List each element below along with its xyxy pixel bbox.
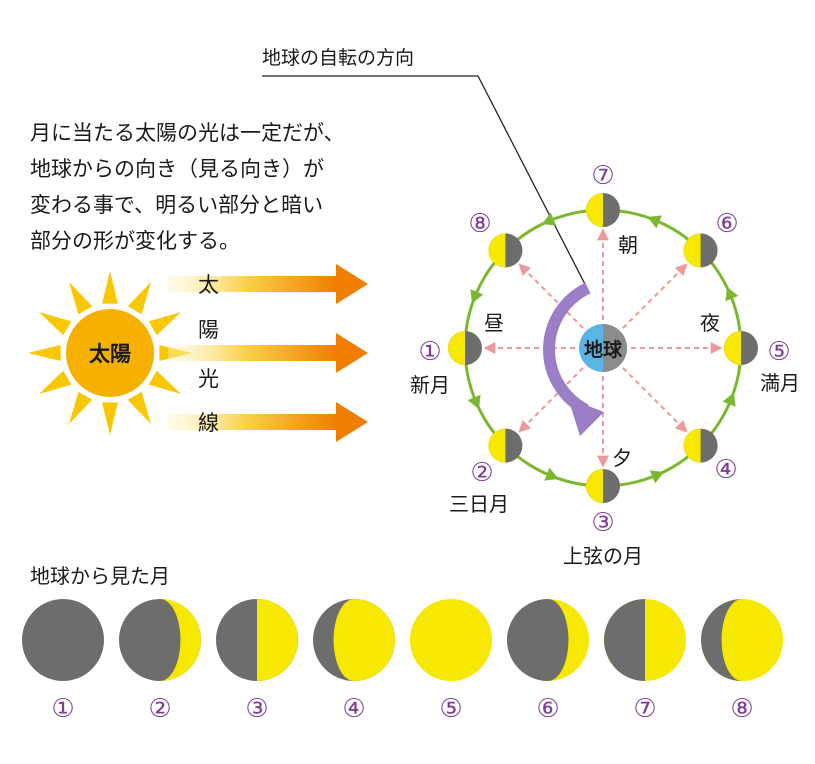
view-arrow <box>622 367 688 433</box>
phase-name-full-moon: 満月 <box>760 371 800 395</box>
sun-ray <box>148 312 182 336</box>
sun-ray <box>127 391 151 425</box>
orbit-arrowhead <box>467 394 481 410</box>
phase-moon-icon <box>216 599 298 681</box>
orbit-arrowhead <box>647 215 662 229</box>
orbit-moon-icon <box>683 428 718 463</box>
phase-moon-icon <box>701 599 783 681</box>
phase-numbers: ① ② ③ ④ ⑤ ⑥ ⑦ ⑧ <box>51 694 753 724</box>
view-arrow <box>518 263 584 329</box>
time-evening: 夕 <box>612 446 632 470</box>
sun-ray <box>38 312 72 336</box>
orbit-arrowhead <box>725 286 739 302</box>
sun-ray <box>148 370 182 394</box>
section-title: 地球から見た月 <box>30 564 170 588</box>
orbit-moons <box>448 193 758 503</box>
orbit-moon-icon <box>586 193 620 227</box>
description-line: 月に当たる太陽の光は一定だが、 <box>30 121 345 145</box>
description-line: 変わる事で、明るい部分と暗い <box>30 193 323 217</box>
phase-number: ⑤ <box>439 694 462 724</box>
rotation-arrowhead <box>568 398 604 436</box>
view-direction-arrows <box>483 228 723 468</box>
orbit-number: ⑥ <box>715 209 738 239</box>
orbit-arrowhead <box>649 470 665 484</box>
orbit-moon-icon <box>448 331 482 365</box>
orbit-moon-icon <box>488 428 523 463</box>
orbit-moon-icon <box>586 469 620 503</box>
phase-name-crescent: 三日月 <box>449 492 509 516</box>
orbit-moon-icon <box>488 233 523 268</box>
phase-number: ⑧ <box>730 694 753 724</box>
time-morning: 朝 <box>618 233 638 257</box>
orbit-number: ⑦ <box>591 161 614 191</box>
description-line: 部分の形が変化する。 <box>30 229 240 253</box>
phase-moon-icon <box>119 599 201 681</box>
phase-name-new-moon: 新月 <box>410 373 450 397</box>
sun-ray <box>38 370 72 394</box>
phase-moon-icon <box>507 599 589 681</box>
time-noon: 昼 <box>484 311 504 335</box>
orbit-arrowhead <box>544 467 559 481</box>
earth-icon <box>579 324 627 372</box>
phase-row <box>22 599 783 681</box>
orbit-moon-icon <box>724 331 758 365</box>
orbit-arrowhead <box>470 289 484 304</box>
sun-ray <box>127 281 151 315</box>
orbit-number: ④ <box>714 455 737 485</box>
orbit-number: ① <box>418 337 441 367</box>
ray-text: 光 <box>198 367 219 391</box>
description: 月に当たる太陽の光は一定だが、 地球からの向き（見る向き）が 変わる事で、明るい… <box>30 121 345 253</box>
phase-number: ② <box>148 694 171 724</box>
description-line: 地球からの向き（見る向き）が <box>30 157 324 181</box>
sun-ray <box>69 391 93 425</box>
ray-text: 太 <box>198 273 219 297</box>
rotation-label: 地球の自転の方向 <box>262 47 414 69</box>
orbit-number: ② <box>470 458 493 488</box>
orbit-arrowhead <box>541 212 557 226</box>
sun-icon <box>28 271 192 435</box>
view-arrow <box>518 367 584 433</box>
sun-label: 太陽 <box>89 342 131 366</box>
view-arrow <box>622 263 688 329</box>
orbit-number: ⑤ <box>767 337 790 367</box>
orbit-number: ⑧ <box>468 209 491 239</box>
sun-ray <box>102 402 118 435</box>
earth-label: 地球 <box>584 338 623 361</box>
orbit-arrows <box>467 212 739 484</box>
phase-moon-icon <box>22 599 104 681</box>
sunlight-rays <box>168 264 368 442</box>
phase-number: ⑦ <box>633 694 656 724</box>
orbit-number: ③ <box>591 508 614 538</box>
sun-ray <box>69 281 93 315</box>
leader-pointer <box>477 75 589 291</box>
ray-text: 陽 <box>198 318 219 342</box>
sun-ray <box>102 271 118 304</box>
time-night: 夜 <box>700 311 720 335</box>
phase-moon-icon <box>313 599 395 681</box>
phase-number: ① <box>51 694 74 724</box>
phase-moon-icon <box>604 599 686 681</box>
ray-text: 線 <box>198 411 219 435</box>
phase-name-first-quarter: 上弦の月 <box>563 544 643 568</box>
sun-ray <box>28 345 61 361</box>
phase-number: ⑥ <box>536 694 559 724</box>
orbit-moon-icon <box>683 233 718 268</box>
phase-number: ③ <box>245 694 268 724</box>
phase-moon-icon <box>410 599 492 681</box>
phase-number: ④ <box>342 694 365 724</box>
rotation-arrow-icon <box>543 282 591 416</box>
orbit-arrowhead <box>722 392 736 407</box>
